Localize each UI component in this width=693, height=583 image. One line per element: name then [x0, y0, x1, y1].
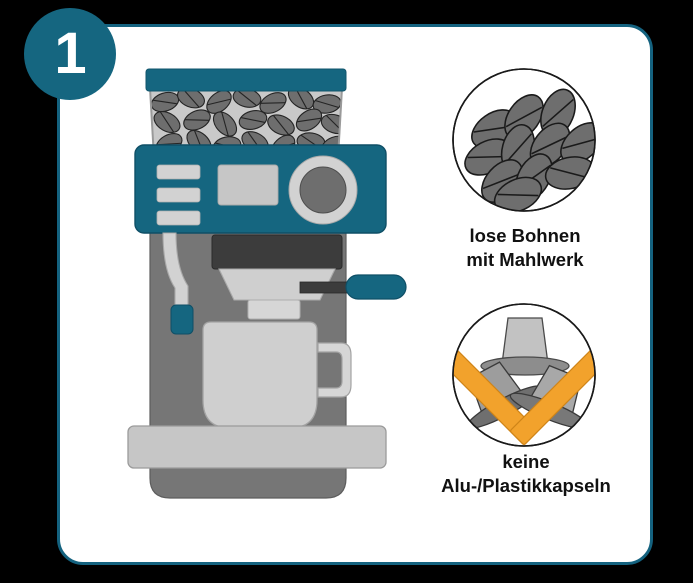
beans-caption: lose Bohnen mit Mahlwerk	[466, 225, 584, 270]
step-number-label: 1	[54, 21, 86, 86]
capsules-caption: keine Alu-/Plastikkapseln	[441, 451, 611, 496]
step-number-badge: 1	[24, 8, 116, 100]
